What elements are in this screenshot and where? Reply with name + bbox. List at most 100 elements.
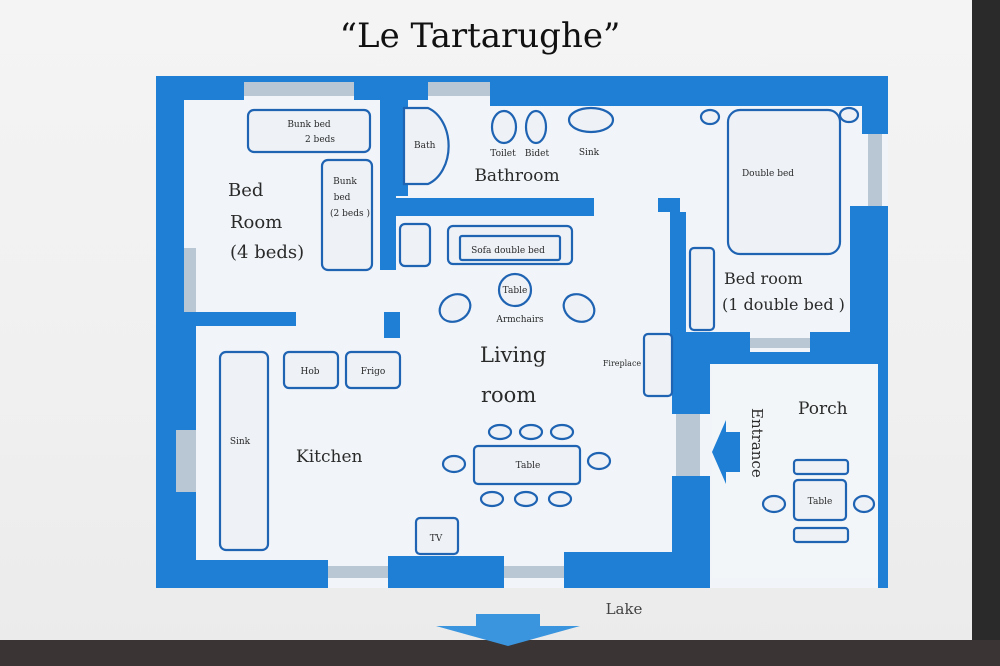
wall-top-b bbox=[428, 76, 490, 82]
porch-chair bbox=[761, 494, 787, 514]
living-cabinet bbox=[398, 222, 432, 268]
bathroom-sink-label: Sink bbox=[579, 148, 600, 158]
page-title: “Le Tartarughe” bbox=[339, 16, 621, 56]
armchair-right bbox=[562, 293, 596, 323]
bedroom-wardrobe bbox=[688, 246, 716, 332]
fireplace-label: Fireplace bbox=[603, 359, 642, 368]
entrance-label: Entrance bbox=[748, 408, 766, 478]
dining-table-label: Table bbox=[516, 461, 541, 471]
hob-label: Hob bbox=[300, 367, 319, 377]
dining-chair bbox=[547, 490, 573, 508]
wall-left-top bbox=[156, 76, 184, 248]
bidet bbox=[524, 109, 548, 145]
entrance-arrow-icon bbox=[712, 420, 726, 484]
wall-top-mid bbox=[354, 76, 428, 100]
porch-bench-top bbox=[792, 458, 850, 476]
bidet-label: Bidet bbox=[525, 149, 550, 159]
window-right-1 bbox=[868, 134, 882, 206]
bunk-bed-side bbox=[320, 158, 374, 272]
room-label-bathroom: Bathroom bbox=[474, 166, 559, 186]
bunk-bed-top-label-1: Bunk bed bbox=[287, 120, 331, 130]
dining-chair bbox=[513, 490, 539, 508]
window-bottom-1 bbox=[328, 566, 388, 578]
room-label-living-1: Living bbox=[480, 343, 546, 367]
sofa-cushion bbox=[458, 234, 562, 262]
room-label-bedroom-1: Bed bbox=[228, 180, 263, 201]
toilet bbox=[490, 109, 518, 145]
hob bbox=[282, 350, 340, 390]
porch-table bbox=[792, 478, 848, 522]
wall-bedroom-bottom-b bbox=[384, 312, 400, 338]
tv-label: TV bbox=[430, 534, 443, 544]
bunk-bed-side-label-1: Bunk bbox=[333, 177, 357, 187]
wall-left-a bbox=[156, 248, 184, 312]
window-entrance bbox=[676, 414, 700, 476]
dining-table bbox=[472, 444, 582, 486]
dining-chair bbox=[441, 454, 467, 474]
tv bbox=[414, 516, 460, 556]
lake-arrow-icon bbox=[436, 614, 580, 646]
window-top-1 bbox=[244, 82, 354, 96]
armchair-left bbox=[438, 293, 472, 323]
fridge-label: Frigo bbox=[361, 367, 386, 377]
bunk-bed-top-label-2: 2 beds bbox=[305, 135, 335, 145]
fireplace bbox=[642, 332, 674, 398]
wall-right-porch bbox=[878, 364, 888, 588]
room-label-bedroom-3: (4 beds) bbox=[230, 242, 304, 263]
wall-left-mid bbox=[156, 312, 196, 430]
room-label-bedroom2-2: (1 double bed ) bbox=[722, 295, 845, 314]
wall-living-right bbox=[672, 352, 710, 414]
wall-right-top bbox=[862, 76, 888, 134]
coffee-table bbox=[497, 272, 533, 308]
monitor-bezel-bottom bbox=[0, 640, 1000, 666]
window-bottom-2 bbox=[504, 566, 564, 578]
toilet-label: Toilet bbox=[490, 149, 516, 159]
fridge bbox=[344, 350, 402, 390]
porch-bench-bottom bbox=[792, 526, 850, 544]
wall-top-right bbox=[490, 76, 888, 106]
dining-chair bbox=[549, 423, 575, 441]
window-bedroom2 bbox=[750, 338, 810, 348]
dining-chair bbox=[487, 423, 513, 441]
bunk-bed-top bbox=[246, 108, 372, 154]
wall-bottom-left bbox=[156, 560, 328, 588]
bath-label: Bath bbox=[414, 141, 436, 151]
room-label-porch: Porch bbox=[798, 399, 848, 419]
wall-bedroom-right bbox=[380, 100, 396, 270]
wall-bottom-mid bbox=[388, 556, 504, 588]
wall-bedroom2-left bbox=[670, 212, 686, 352]
bedroom-nightstand-right bbox=[838, 106, 860, 124]
wall-top-a bbox=[244, 76, 354, 82]
bathtub bbox=[402, 106, 450, 186]
wall-left-b bbox=[156, 430, 176, 492]
dining-chair bbox=[586, 451, 612, 471]
kitchen-counter bbox=[218, 350, 270, 552]
wall-bedroom2-top bbox=[658, 198, 680, 212]
entrance-arrow-shaft bbox=[726, 432, 740, 472]
window-top-2 bbox=[428, 82, 490, 96]
bedroom-nightstand-left bbox=[699, 108, 721, 126]
sofa-label: Sofa double bed bbox=[471, 246, 545, 256]
room-label-bedroom-2: Room bbox=[230, 212, 282, 233]
wall-porch-top bbox=[710, 352, 850, 364]
wall-living-right-b bbox=[672, 476, 710, 588]
bunk-bed-side-label-2: bed bbox=[334, 193, 351, 203]
porch-chair bbox=[852, 494, 876, 514]
double-bed bbox=[726, 108, 842, 256]
room-label-living-2: room bbox=[481, 383, 536, 407]
armchairs-label: Armchairs bbox=[495, 315, 544, 325]
dining-chair bbox=[518, 423, 544, 441]
double-bed-label: Double bed bbox=[742, 169, 794, 179]
window-left-1 bbox=[184, 248, 196, 312]
wall-bathroom-bottom bbox=[396, 198, 594, 216]
lake-label: Lake bbox=[606, 600, 643, 618]
kitchen-sink-label: Sink bbox=[230, 437, 251, 447]
window-left-2 bbox=[176, 430, 196, 492]
wall-bedroom-bottom-a bbox=[196, 312, 296, 326]
bathroom-sink bbox=[567, 106, 615, 134]
room-label-bedroom2-1: Bed room bbox=[724, 269, 803, 288]
coffee-table-label: Table bbox=[503, 286, 528, 296]
monitor-bezel-right bbox=[972, 0, 1000, 666]
room-label-kitchen: Kitchen bbox=[296, 447, 362, 467]
